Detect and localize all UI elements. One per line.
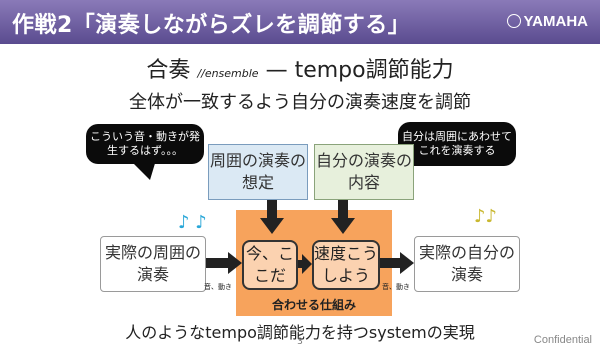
speech-bubble-left: こういう音・動きが発生するはず。。。	[86, 124, 204, 164]
arrow-out-head	[400, 252, 414, 274]
music-note-right-icon: ♪♪	[474, 206, 497, 227]
arrow-down-left-shaft	[267, 200, 277, 220]
page-number: 3	[297, 337, 303, 347]
confidential-label: Confidential	[533, 334, 592, 346]
arrow-mid-head	[302, 254, 312, 274]
arrow-in-head	[228, 252, 242, 274]
actual-self-box: 実際の自分の演奏	[414, 236, 520, 292]
sound-motion-label-left: 音、動き	[204, 283, 232, 291]
adjust-speed-box: 速度こうしよう	[312, 240, 380, 290]
speech-bubble-left-tail	[130, 160, 156, 180]
title-bar: 作戦2「演奏しながらズレを調節する」 YAMAHA	[0, 0, 600, 44]
tuning-fork-logo-icon	[506, 14, 521, 28]
mechanism-label: 合わせる仕組み	[271, 298, 356, 312]
slide-title: 作戦2「演奏しながらズレを調節する」	[12, 13, 411, 38]
ensemble-note: //ensemble	[197, 67, 259, 80]
arrow-mid-shaft	[298, 260, 304, 268]
brand-logo: YAMAHA	[506, 13, 588, 30]
now-here-box: 今、ここだ	[242, 240, 298, 290]
subheading: 全体が一致するよう自分の演奏速度を調節	[129, 92, 471, 113]
speech-bubble-right: 自分は周囲にあわせてこれを演奏する	[398, 122, 516, 166]
bottom-statement: 人のようなtempo調節能力を持つsystemの実現	[125, 323, 475, 342]
heading: 合奏 //ensemble — tempo調節能力	[146, 58, 454, 83]
arrow-out-shaft	[380, 258, 402, 268]
arrow-down-right-shaft	[338, 200, 348, 220]
surround-expectation-box: 周囲の演奏の想定	[208, 144, 308, 200]
arrow-in-shaft	[206, 258, 230, 268]
music-note-left-icon: ♪ ♪	[178, 212, 207, 233]
self-content-box: 自分の演奏の内容	[314, 144, 414, 200]
sound-motion-label-right: 音、動き	[382, 283, 410, 291]
actual-surround-box: 実際の周囲の演奏	[100, 236, 206, 292]
arrow-down-right-head	[331, 218, 355, 234]
arrow-down-left-head	[260, 218, 284, 234]
